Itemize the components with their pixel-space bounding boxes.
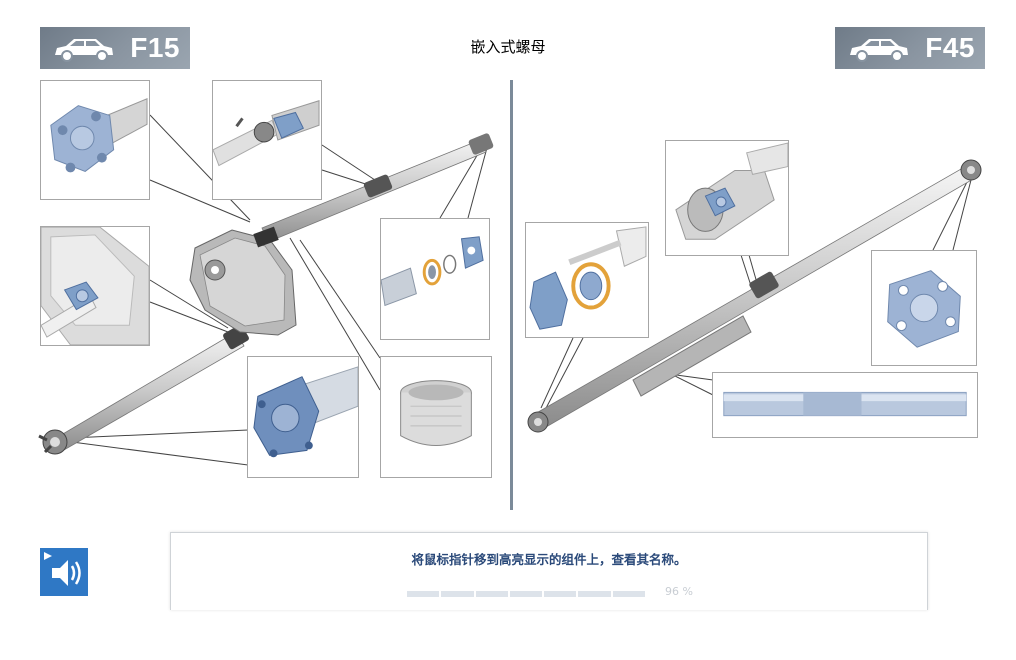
- info-panel: 将鼠标指针移到高亮显示的组件上，查看其名称。 96 %: [170, 532, 928, 610]
- callout-f45-flex-disc[interactable]: [871, 250, 977, 366]
- callout-f15-transfer-output[interactable]: [40, 226, 150, 346]
- suv-car-icon: [55, 39, 113, 62]
- callout-f15-sleeve[interactable]: [380, 356, 492, 478]
- model-divider: [510, 80, 513, 510]
- model-label-right: F45: [925, 32, 975, 63]
- f45-driveshaft-illustration: [527, 159, 982, 433]
- model-label-left: F15: [130, 32, 180, 63]
- transfer-case: [189, 226, 297, 336]
- callout-f15-threaded-nut[interactable]: [380, 218, 490, 340]
- model-badge-f15: F15: [40, 27, 190, 69]
- suv-car-icon: [850, 39, 908, 62]
- callout-f45-tube-section[interactable]: [712, 372, 978, 438]
- callout-f15-front-flex-disc[interactable]: [40, 80, 150, 200]
- f15-driveshaft-illustration: [38, 114, 494, 466]
- callout-f45-center-joint[interactable]: [665, 140, 789, 256]
- callout-f15-rear-flange[interactable]: [247, 356, 359, 478]
- page-title: 嵌入式螺母: [470, 38, 546, 56]
- speaker-icon: [44, 552, 81, 586]
- progress-label: 96 %: [665, 585, 693, 598]
- progress-bar: [407, 591, 645, 597]
- audio-toggle-button[interactable]: [40, 548, 88, 596]
- model-badge-f45: F45: [835, 27, 985, 69]
- callout-f45-threaded-nut[interactable]: [525, 222, 649, 338]
- play-triangle-icon: [44, 552, 52, 560]
- callout-f15-center-joint[interactable]: [212, 80, 322, 200]
- instruction-text: 将鼠标指针移到高亮显示的组件上，查看其名称。: [411, 552, 687, 567]
